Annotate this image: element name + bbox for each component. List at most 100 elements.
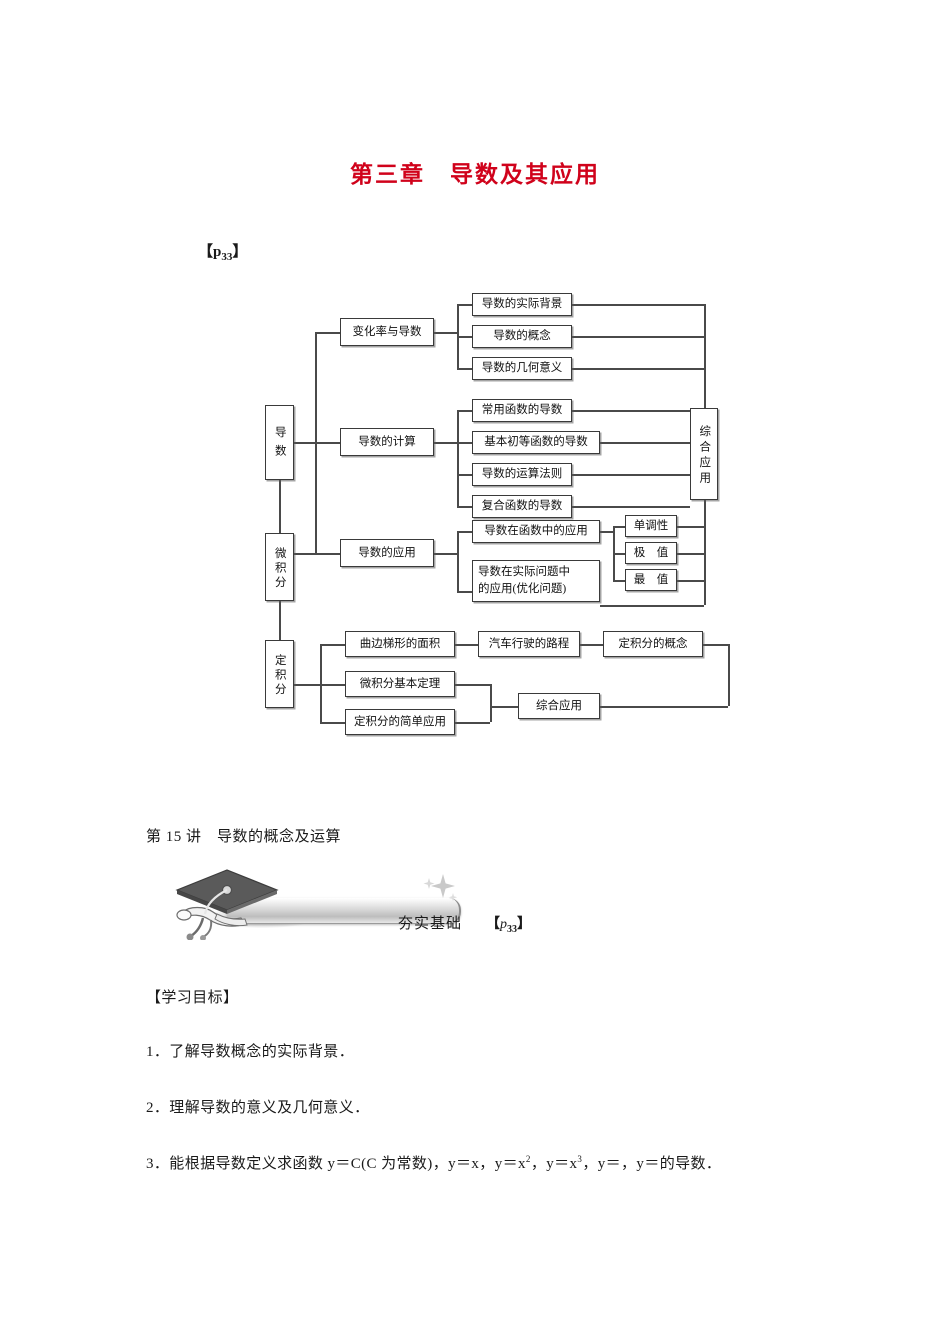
flow-box-comprehensive-application-bottom-label: 综合应用 [536, 699, 582, 712]
page-ref-open-bracket: 【 [198, 244, 214, 260]
page-title: 第三章 导数及其应用 [350, 162, 600, 187]
connector-composite-to-synthesis [572, 506, 690, 508]
flow-box-calculus: 微积分 [265, 533, 294, 601]
objective-item-3-part-b: ，y＝x [530, 1156, 578, 1172]
connector-calculation-to-rules [457, 474, 472, 476]
flow-box-application-in-function: 导数在函数中的应用 [472, 520, 600, 543]
connector-concept-to-synthesis [572, 336, 704, 338]
connector-calculus-out [294, 553, 315, 555]
flow-box-fundamental-theorem: 微积分基本定理 [345, 671, 455, 697]
connector-definite-to-theorem [320, 684, 345, 686]
flow-box-composite-function-derivative-label: 复合函数的导数 [481, 500, 563, 513]
sparkle-icon [423, 874, 458, 902]
flow-box-geometric-meaning: 导数的几何意义 [472, 357, 572, 380]
flow-box-comprehensive-application: 综合应用 [690, 408, 718, 500]
flow-box-car-travel-distance: 汽车行驶的路程 [478, 631, 580, 657]
connector-rate-to-concept [457, 336, 472, 338]
flow-box-derivative-application: 导数的应用 [340, 539, 434, 567]
connector-common-to-synthesis [572, 410, 690, 412]
connector-calculation-out [434, 442, 457, 444]
connector-in-function-out [600, 531, 613, 533]
connector-bus-definite [320, 644, 322, 722]
banner-page-ref-subscript: 33 [507, 923, 517, 935]
banner-bar [227, 898, 461, 924]
connector-bus-to-calculation [315, 442, 340, 444]
objective-item-3-exponent-1: 2 [525, 1154, 531, 1164]
connector-rules-to-synthesis [572, 474, 690, 476]
connector-definite-concept-out [703, 644, 728, 646]
page-ref-value: p [213, 244, 222, 260]
connector-monotonicity-to-collector [677, 526, 704, 528]
connector-extremum-to-collector [677, 553, 704, 555]
connector-rate-to-background [457, 304, 472, 306]
flow-box-definite-integral-label: 定积分 [273, 654, 286, 698]
connector-to-extremum [613, 553, 625, 555]
objective-item-3: 3．能根据导数定义求函数 y＝C(C 为常数)，y＝x，y＝x2，y＝x3，y＝… [146, 1152, 721, 1173]
connector-rate-to-geometric [457, 368, 472, 370]
flow-box-derivative-calculation: 导数的计算 [340, 428, 434, 456]
flow-box-extremum: 极 值 [625, 542, 677, 564]
banner-label: 夯实基础 [398, 916, 463, 932]
flow-box-derivative-application-label: 导数的应用 [358, 546, 416, 559]
connector-join-to-synthesis-bottom [490, 706, 518, 708]
flow-box-simple-application-label: 定积分的简单应用 [354, 715, 446, 728]
flow-box-application-in-function-label: 导数在函数中的应用 [484, 525, 588, 538]
connector-derivative-out [294, 442, 315, 444]
flow-box-derivative-label: 导数 [273, 426, 286, 463]
connector-to-monotonicity [613, 526, 625, 528]
flow-box-real-background-label: 导数的实际背景 [481, 298, 563, 311]
connector-synthesis-top-bus [704, 304, 706, 410]
connector-calculation-to-elementary [457, 442, 472, 444]
banner-page-reference: 【p33】 [486, 913, 531, 935]
flow-box-application-in-practice: 导数在实际问题中 的应用(优化问题) [472, 560, 600, 602]
connector-calculation-to-common [457, 410, 472, 412]
flow-box-definite-integral-concept: 定积分的概念 [603, 631, 703, 657]
connector-application-to-in-function [457, 531, 472, 533]
connector-application-to-in-practice [457, 591, 472, 593]
connector-geometric-to-synthesis [572, 368, 704, 370]
connector-trapezoid-to-car [455, 644, 478, 646]
flow-box-application-in-practice-line1: 导数在实际问题中 [478, 566, 570, 578]
banner-page-ref-open: 【 [486, 917, 500, 932]
lecture-heading: 第 15 讲 导数的概念及运算 [146, 829, 342, 845]
flow-box-concept: 导数的概念 [472, 325, 572, 348]
connector-bus-to-application [315, 553, 340, 555]
banner-page-ref-close: 】 [517, 917, 531, 932]
objective-item-3-exponent-2: 3 [577, 1154, 583, 1164]
connector-bus-to-rate [315, 332, 340, 334]
connector-definite-to-trapezoid [320, 644, 345, 646]
flow-box-monotonicity-label: 单调性 [633, 519, 669, 532]
flow-box-common-function-derivative-label: 常用函数的导数 [481, 404, 563, 417]
flow-box-comprehensive-application-label: 综合应用 [698, 425, 711, 487]
connector-elementary-to-synthesis [600, 442, 690, 444]
flow-box-rate-and-derivative-label: 变化率与导数 [352, 325, 422, 338]
flow-box-definite-integral: 定积分 [265, 640, 294, 708]
flow-box-definite-integral-concept-label: 定积分的概念 [618, 637, 688, 650]
flow-box-elementary-function-derivative-label: 基本初等函数的导数 [484, 436, 588, 449]
flow-box-real-background: 导数的实际背景 [472, 293, 572, 316]
connector-definite-out [294, 684, 320, 686]
objective-item-2: 2．理解导数的意义及几何意义． [146, 1100, 370, 1116]
graduation-cap-icon [175, 869, 279, 940]
connector-collector-bus [704, 500, 706, 605]
connector-application-out [434, 553, 457, 555]
flow-box-monotonicity: 单调性 [625, 515, 677, 537]
flow-box-comprehensive-application-bottom: 综合应用 [518, 693, 600, 719]
flow-box-composite-function-derivative: 复合函数的导数 [472, 495, 572, 518]
flow-box-operation-rules-label: 导数的运算法则 [481, 468, 563, 481]
objective-item-3-part-a: 3．能根据导数定义求函数 y＝C(C 为常数)，y＝x，y＝x [146, 1156, 526, 1172]
flow-box-application-in-practice-line2: 的应用(优化问题) [478, 582, 567, 595]
connector-definite-concept-down [728, 644, 730, 706]
page-ref-close-bracket: 】 [232, 244, 248, 260]
flow-box-common-function-derivative: 常用函数的导数 [472, 399, 572, 422]
knowledge-structure-flowchart: 导数 微积分 定积分 变化率与导数 导数的计算 导数的应用 曲边梯形的面积 微积… [0, 275, 950, 745]
connector-background-to-synthesis [572, 304, 704, 306]
objectives-title: 【学习目标】 [146, 990, 239, 1006]
flow-box-extremum-label: 极 值 [633, 546, 669, 559]
connector-bus-calculation [457, 410, 459, 507]
flow-box-maximum-label: 最 值 [633, 573, 669, 586]
flow-box-derivative: 导数 [265, 405, 294, 480]
flow-box-maximum: 最 值 [625, 569, 677, 591]
connector-down-to-synthesis-bottom [600, 706, 728, 708]
connector-maximum-to-collector [677, 580, 704, 582]
